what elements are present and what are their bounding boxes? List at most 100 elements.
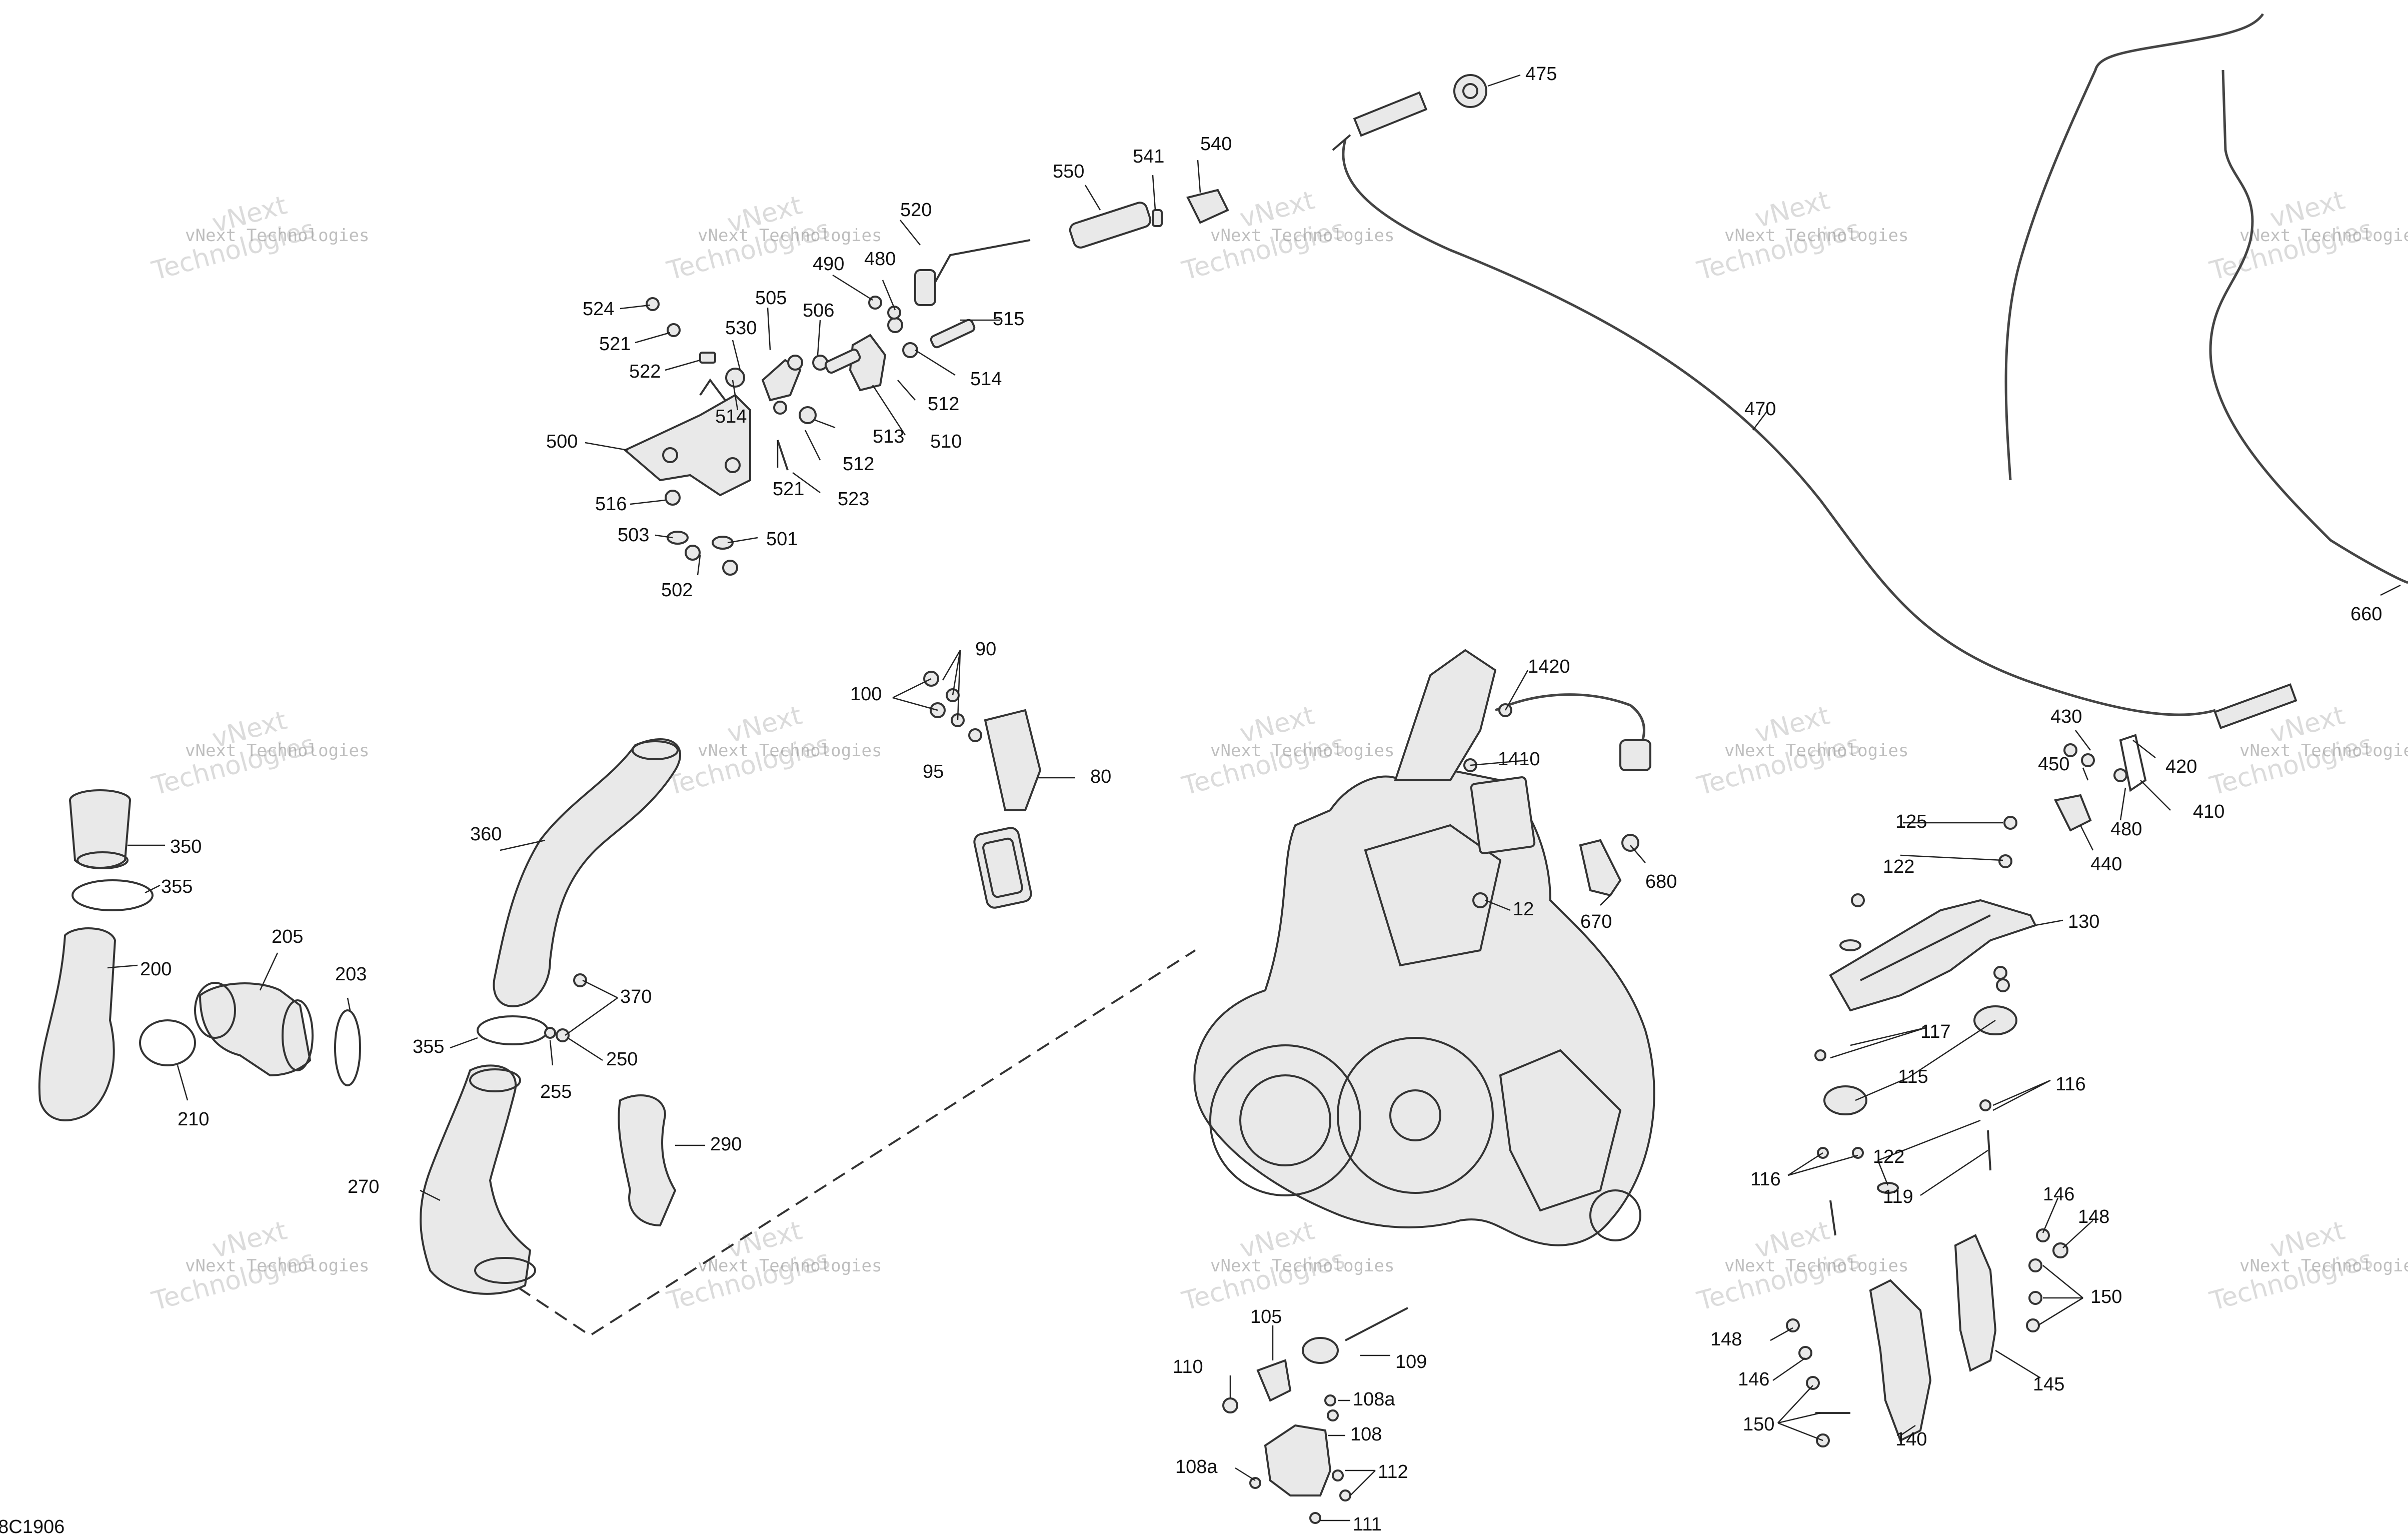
callout-350: 350 bbox=[170, 836, 202, 857]
callout-146b: 146 bbox=[1738, 1369, 1769, 1390]
cable-assembly bbox=[1332, 13, 2408, 729]
callout-520: 520 bbox=[900, 200, 932, 221]
mount-115 bbox=[1823, 1085, 1867, 1115]
callout-205: 205 bbox=[272, 926, 303, 947]
ring-203 bbox=[334, 1009, 361, 1086]
callout-410: 410 bbox=[2193, 801, 2224, 822]
callouts: 475 470 660 550 541 540 520 490 480 515 … bbox=[140, 64, 2382, 1535]
leader-lines bbox=[107, 74, 2401, 1521]
bracket-500 bbox=[623, 394, 751, 497]
callout-503: 503 bbox=[618, 525, 649, 546]
lever-assembly bbox=[623, 189, 1229, 576]
diagram-code: 08C1906 bbox=[0, 1516, 65, 1537]
callout-523: 523 bbox=[838, 489, 869, 510]
callout-95: 95 bbox=[923, 761, 944, 782]
svg-text:vNext Technologies: vNext Technologies bbox=[185, 741, 369, 761]
callout-355b: 355 bbox=[413, 1036, 444, 1057]
svg-text:vNext Technologies: vNext Technologies bbox=[698, 1256, 882, 1276]
callout-250: 250 bbox=[606, 1049, 638, 1070]
watermark: vNext vNext Technologies Technologies bbox=[149, 190, 370, 287]
callout-370: 370 bbox=[620, 986, 652, 1007]
svg-text:vNext Technologies: vNext Technologies bbox=[698, 226, 882, 246]
svg-text:vNext Technologies: vNext Technologies bbox=[1210, 741, 1394, 761]
watermark: vNext vNext Technologies Technologies bbox=[664, 1215, 882, 1317]
callout-109: 109 bbox=[1395, 1351, 1427, 1372]
callout-80: 80 bbox=[1090, 766, 1111, 787]
callout-125: 125 bbox=[1895, 811, 1927, 832]
callout-148b: 148 bbox=[1710, 1329, 1742, 1350]
callout-355: 355 bbox=[161, 876, 193, 897]
callout-105: 105 bbox=[1250, 1306, 1282, 1327]
pedal-80 bbox=[984, 709, 1042, 811]
callout-255: 255 bbox=[540, 1081, 572, 1102]
callout-430: 430 bbox=[2050, 706, 2082, 727]
lower-mount-assembly bbox=[1222, 1307, 1408, 1524]
bracket-108 bbox=[1264, 1424, 1332, 1496]
watermark: vNext vNext Technologies Technologies bbox=[149, 705, 370, 802]
svg-text:vNext Technologies: vNext Technologies bbox=[1724, 226, 1908, 246]
watermark: vNext vNext Technologies Technologies bbox=[1179, 1215, 1395, 1317]
callout-512: 512 bbox=[928, 394, 959, 415]
callout-514b: 514 bbox=[715, 406, 747, 427]
callout-108a: 108a bbox=[1353, 1389, 1395, 1410]
callout-108a-b: 108a bbox=[1175, 1456, 1218, 1477]
callout-480b: 480 bbox=[2110, 819, 2142, 840]
elbow-205 bbox=[199, 982, 312, 1077]
callout-670: 670 bbox=[1580, 911, 1612, 932]
callout-506: 506 bbox=[803, 300, 834, 321]
callout-512b: 512 bbox=[843, 454, 874, 475]
svg-text:vNext Technologies: vNext Technologies bbox=[1724, 741, 1908, 761]
watermark: vNext vNext Technologies Technologies bbox=[2206, 1215, 2408, 1317]
watermark: vNext vNext Technologies Technologies bbox=[664, 190, 882, 287]
callout-117: 117 bbox=[1920, 1021, 1951, 1042]
svg-text:vNext Technologies: vNext Technologies bbox=[185, 226, 369, 246]
callout-530: 530 bbox=[725, 318, 757, 339]
svg-text:vNext Technologies: vNext Technologies bbox=[185, 1256, 369, 1276]
callout-516: 516 bbox=[595, 494, 627, 515]
callout-490: 490 bbox=[813, 254, 844, 275]
svg-text:vNext Technologies: vNext Technologies bbox=[1724, 1256, 1908, 1276]
engine-block bbox=[1193, 769, 1655, 1246]
boot-350 bbox=[69, 789, 131, 869]
callout-145: 145 bbox=[2033, 1374, 2064, 1395]
callout-360: 360 bbox=[470, 824, 502, 845]
callout-116: 116 bbox=[2055, 1074, 2086, 1095]
boot-270 bbox=[420, 1064, 532, 1295]
callout-90: 90 bbox=[975, 639, 996, 660]
callout-541: 541 bbox=[1133, 146, 1164, 167]
callout-522: 522 bbox=[629, 361, 661, 382]
callout-119: 119 bbox=[1883, 1186, 1913, 1207]
clamp-210 bbox=[139, 1019, 196, 1066]
callout-150b: 150 bbox=[1743, 1414, 1774, 1435]
callout-130: 130 bbox=[2068, 911, 2099, 932]
callout-420: 420 bbox=[2165, 756, 2197, 777]
mount-105 bbox=[1256, 1359, 1292, 1402]
cable-660 bbox=[2004, 13, 2264, 481]
svg-text:vNext Technologies: vNext Technologies bbox=[2239, 1256, 2408, 1276]
watermark: vNext vNext Technologies Technologies bbox=[149, 1215, 370, 1317]
callout-110: 110 bbox=[1173, 1356, 1203, 1377]
watermark: vNext vNext Technologies Technologies bbox=[664, 700, 882, 802]
callout-521: 521 bbox=[599, 334, 631, 355]
callout-270: 270 bbox=[348, 1176, 379, 1197]
callout-112: 112 bbox=[1378, 1461, 1408, 1482]
boot-290 bbox=[618, 1094, 677, 1227]
callout-111: 111 bbox=[1353, 1514, 1382, 1535]
callout-475: 475 bbox=[1525, 64, 1557, 85]
callout-290: 290 bbox=[710, 1134, 742, 1155]
dashed-connector bbox=[499, 949, 1196, 1337]
callout-505: 505 bbox=[755, 288, 787, 309]
rod-520 bbox=[924, 239, 1031, 301]
callout-210: 210 bbox=[178, 1109, 209, 1130]
callout-122: 122 bbox=[1883, 856, 1914, 877]
callout-521b: 521 bbox=[773, 479, 804, 500]
engine-assembly bbox=[1193, 649, 1655, 1246]
callout-122b: 122 bbox=[1873, 1146, 1904, 1167]
cable-470 bbox=[1342, 140, 2216, 716]
callout-515: 515 bbox=[993, 309, 1024, 330]
mount-assembly bbox=[1786, 734, 2147, 1447]
svg-text:vNext Technologies: vNext Technologies bbox=[2239, 741, 2408, 761]
callout-550: 550 bbox=[1053, 161, 1084, 182]
callout-510: 510 bbox=[930, 431, 962, 452]
